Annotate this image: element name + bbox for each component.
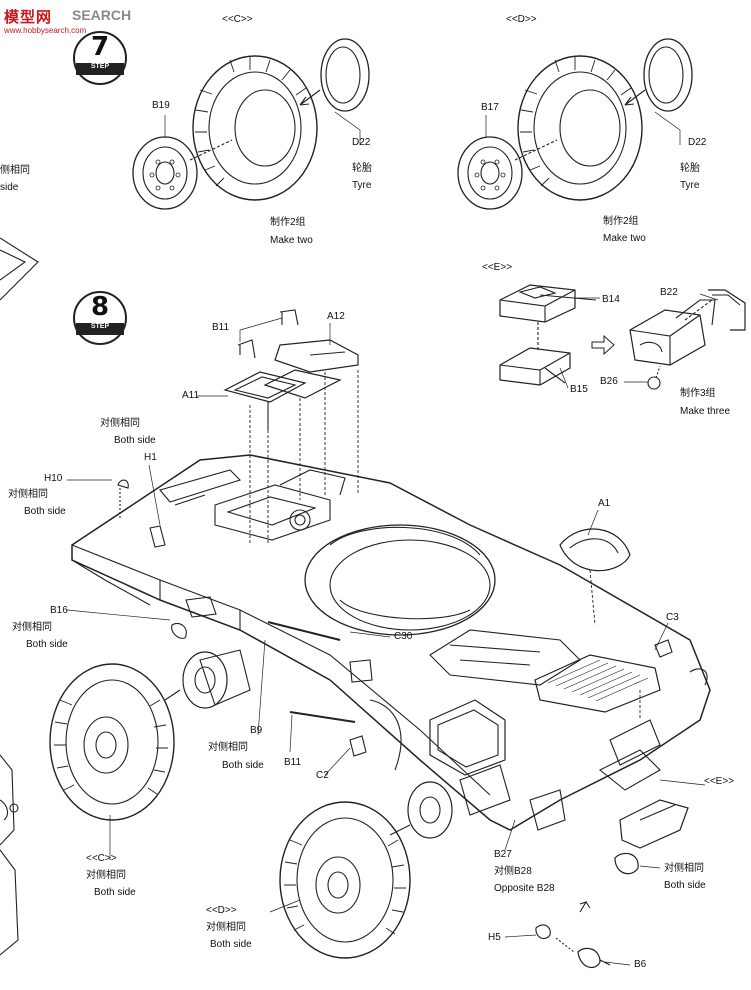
- b6-label: B6: [634, 959, 647, 970]
- both-side-cn-4: 对侧相同: [208, 742, 248, 753]
- b9-label: B9: [250, 725, 263, 736]
- b15-label: B15: [570, 384, 588, 395]
- step-8-number: 8: [90, 292, 110, 322]
- both-side-en-1: Both side: [114, 435, 156, 446]
- b22-label: B22: [660, 287, 678, 298]
- h1-label: H1: [144, 452, 157, 463]
- a12-label: A12: [327, 311, 345, 322]
- a11-label: A11: [182, 390, 200, 401]
- step-badge-circles: [73, 31, 127, 345]
- b27-label: B27: [494, 849, 512, 860]
- b14-label: B14: [602, 294, 620, 305]
- wheel-d-assembly: [457, 38, 693, 210]
- both-side-cn-3: 对侧相同: [12, 622, 52, 633]
- make-two-cn-c: 制作2组: [270, 217, 306, 228]
- make-three-cn: 制作3组: [680, 388, 716, 399]
- d22-label-d: D22: [688, 137, 707, 148]
- b11-bottom-label: B11: [284, 757, 302, 768]
- d22-label-c: D22: [352, 137, 371, 148]
- c30-label: C30: [394, 631, 413, 642]
- both-side-cn-1: 对侧相同: [100, 418, 140, 429]
- left-edge-cn: 侧相同: [0, 165, 30, 176]
- make-two-cn-d: 制作2组: [603, 216, 639, 227]
- tyre-cn-d: 轮胎: [680, 163, 700, 174]
- both-side-cn-2: 对侧相同: [8, 489, 48, 500]
- b11-top-label: B11: [212, 322, 230, 333]
- both-side-en-5: Both side: [664, 880, 706, 891]
- tyre-en-c: Tyre: [352, 180, 372, 191]
- h10-label: H10: [44, 473, 63, 484]
- step-7-number: 7: [90, 32, 110, 62]
- step-7-word: STEP: [90, 63, 110, 70]
- watermark-text: SEARCH: [72, 7, 132, 23]
- b19-label: B19: [152, 100, 170, 111]
- step-7-badge: 7 STEP: [74, 30, 126, 82]
- vehicle-hull: [71, 454, 711, 831]
- both-side-en-6: Both side: [94, 887, 136, 898]
- wheel-c-label: <<C>>: [86, 853, 117, 864]
- both-side-en-2: Both side: [24, 506, 66, 517]
- make-three-en: Make three: [680, 406, 731, 417]
- left-edge-fragment: [0, 237, 39, 956]
- group-e-subassembly: [499, 284, 746, 390]
- watermark-url: www.hobbysearch.com: [4, 26, 87, 35]
- wheel-c-mounted: [49, 651, 228, 821]
- left-edge-en: side: [0, 182, 19, 193]
- b17-label: B17: [481, 102, 499, 113]
- wheel-d-label: <<D>>: [206, 905, 237, 916]
- step-8-badge: 8 STEP: [74, 290, 126, 342]
- group-c-header: <<C>>: [222, 14, 253, 25]
- c3-label: C3: [666, 612, 679, 623]
- wheel-d-mounted: [279, 781, 453, 959]
- step-8-word: STEP: [90, 323, 110, 330]
- c2-label: C2: [316, 770, 329, 781]
- b26-label: B26: [600, 376, 618, 387]
- leader-lines: [66, 111, 719, 966]
- hatch-parts: [117, 309, 641, 720]
- both-side-en-3: Both side: [26, 639, 68, 650]
- both-side-en-7: Both side: [210, 939, 252, 950]
- both-side-cn-7: 对侧相同: [206, 922, 246, 933]
- opp-b28-en: Opposite B28: [494, 883, 555, 894]
- tyre-en-d: Tyre: [680, 180, 700, 191]
- watermark-brand: 模型网: [4, 9, 53, 26]
- watermark-logo: 模型网 SEARCH www.hobbysearch.com: [0, 4, 160, 38]
- both-side-en-4: Both side: [222, 760, 264, 771]
- opp-b28-cn: 对侧B28: [494, 866, 532, 877]
- h5-label: H5: [488, 932, 501, 943]
- b16-label: B16: [50, 605, 68, 616]
- both-side-cn-5: 对侧相同: [664, 863, 704, 874]
- both-side-cn-6: 对侧相同: [86, 870, 126, 881]
- group-e-header: <<E>>: [482, 262, 513, 273]
- make-two-en-c: Make two: [270, 235, 313, 246]
- make-two-en-d: Make two: [603, 233, 646, 244]
- group-e-side-label: <<E>>: [704, 776, 735, 787]
- wheel-c-assembly: [132, 38, 370, 210]
- lower-right-parts: [535, 799, 689, 969]
- a1-label: A1: [598, 498, 611, 509]
- tyre-cn-c: 轮胎: [352, 163, 372, 174]
- group-d-header: <<D>>: [506, 14, 537, 25]
